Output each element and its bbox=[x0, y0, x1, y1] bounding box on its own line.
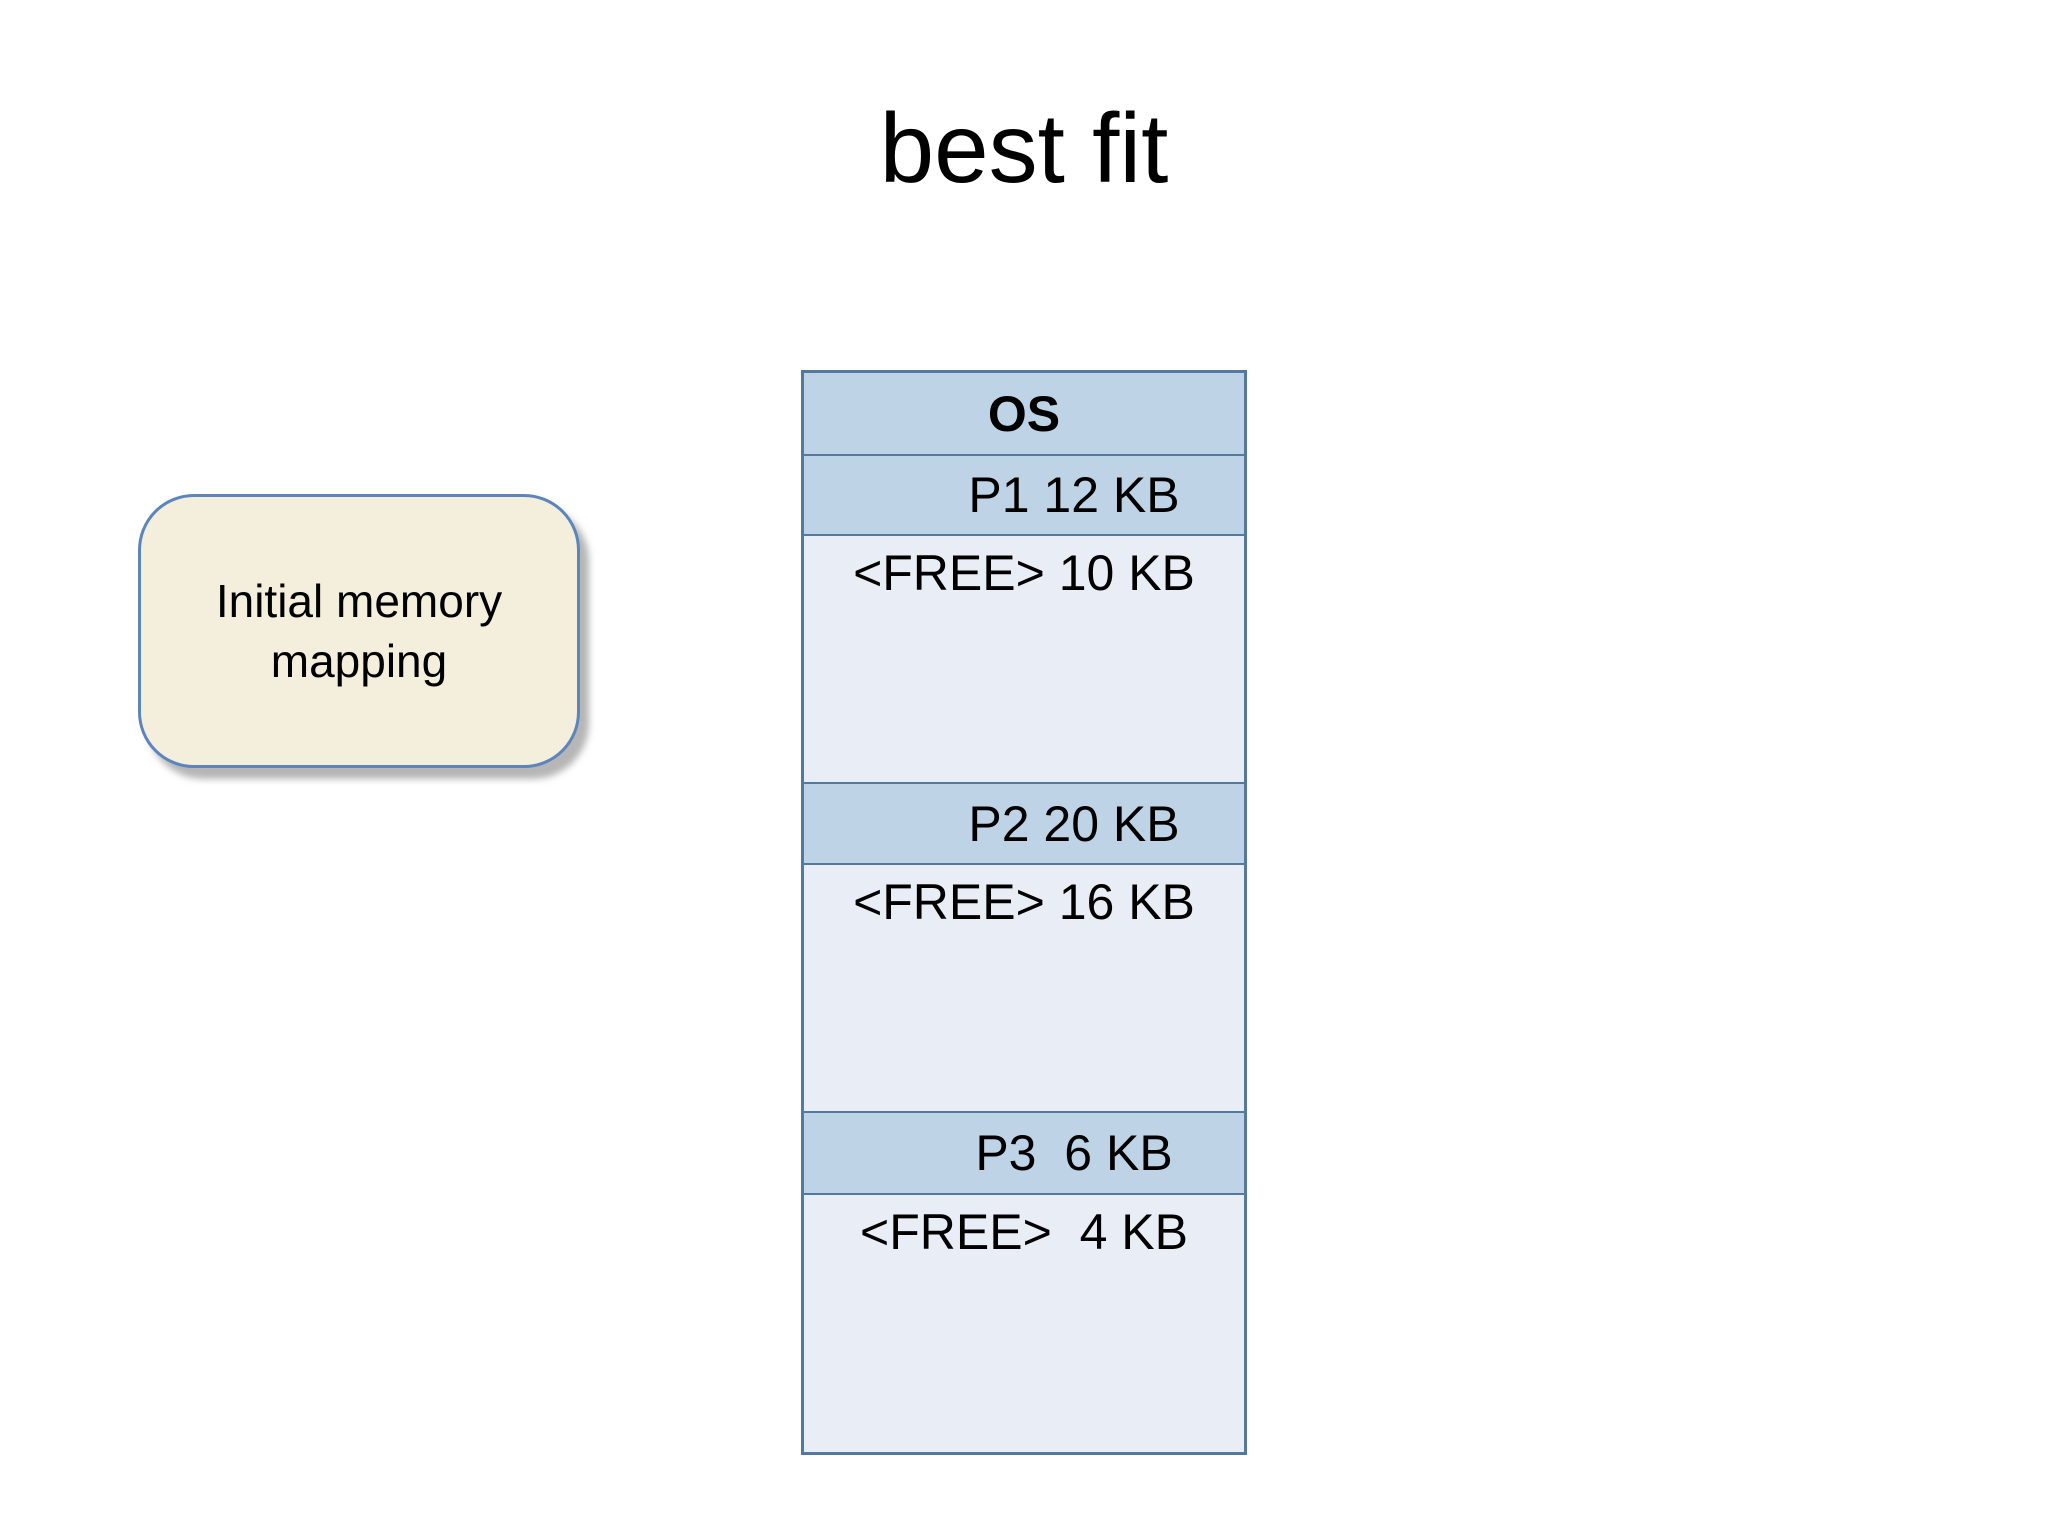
memory-segment-free-16kb: <FREE> 16 KB bbox=[804, 865, 1244, 1113]
memory-segment-os-label: OS bbox=[987, 385, 1061, 442]
callout-label: Initial memory mapping bbox=[215, 575, 503, 687]
memory-segment-free-16kb-label: <FREE> 16 KB bbox=[853, 874, 1195, 930]
memory-map-table: OS P1 12 KB <FREE> 10 KB P2 20 KB <FREE>… bbox=[801, 370, 1247, 1455]
memory-segment-free-10kb: <FREE> 10 KB bbox=[804, 536, 1244, 784]
memory-segment-p1-label: P1 12 KB bbox=[968, 467, 1180, 523]
memory-segment-p2: P2 20 KB bbox=[804, 784, 1244, 865]
memory-segment-free-4kb: <FREE> 4 KB bbox=[804, 1195, 1244, 1452]
memory-segment-free-4kb-label: <FREE> 4 KB bbox=[860, 1204, 1188, 1260]
memory-segment-p3: P3 6 KB bbox=[804, 1113, 1244, 1195]
memory-segment-free-10kb-label: <FREE> 10 KB bbox=[853, 545, 1195, 601]
initial-memory-mapping-callout: Initial memory mapping bbox=[138, 494, 580, 768]
memory-segment-p3-label: P3 6 KB bbox=[975, 1125, 1173, 1181]
memory-segment-p2-label: P2 20 KB bbox=[968, 795, 1180, 852]
slide-title: best fit bbox=[879, 93, 1169, 203]
memory-segment-os: OS bbox=[804, 373, 1244, 456]
memory-segment-p1: P1 12 KB bbox=[804, 456, 1244, 536]
